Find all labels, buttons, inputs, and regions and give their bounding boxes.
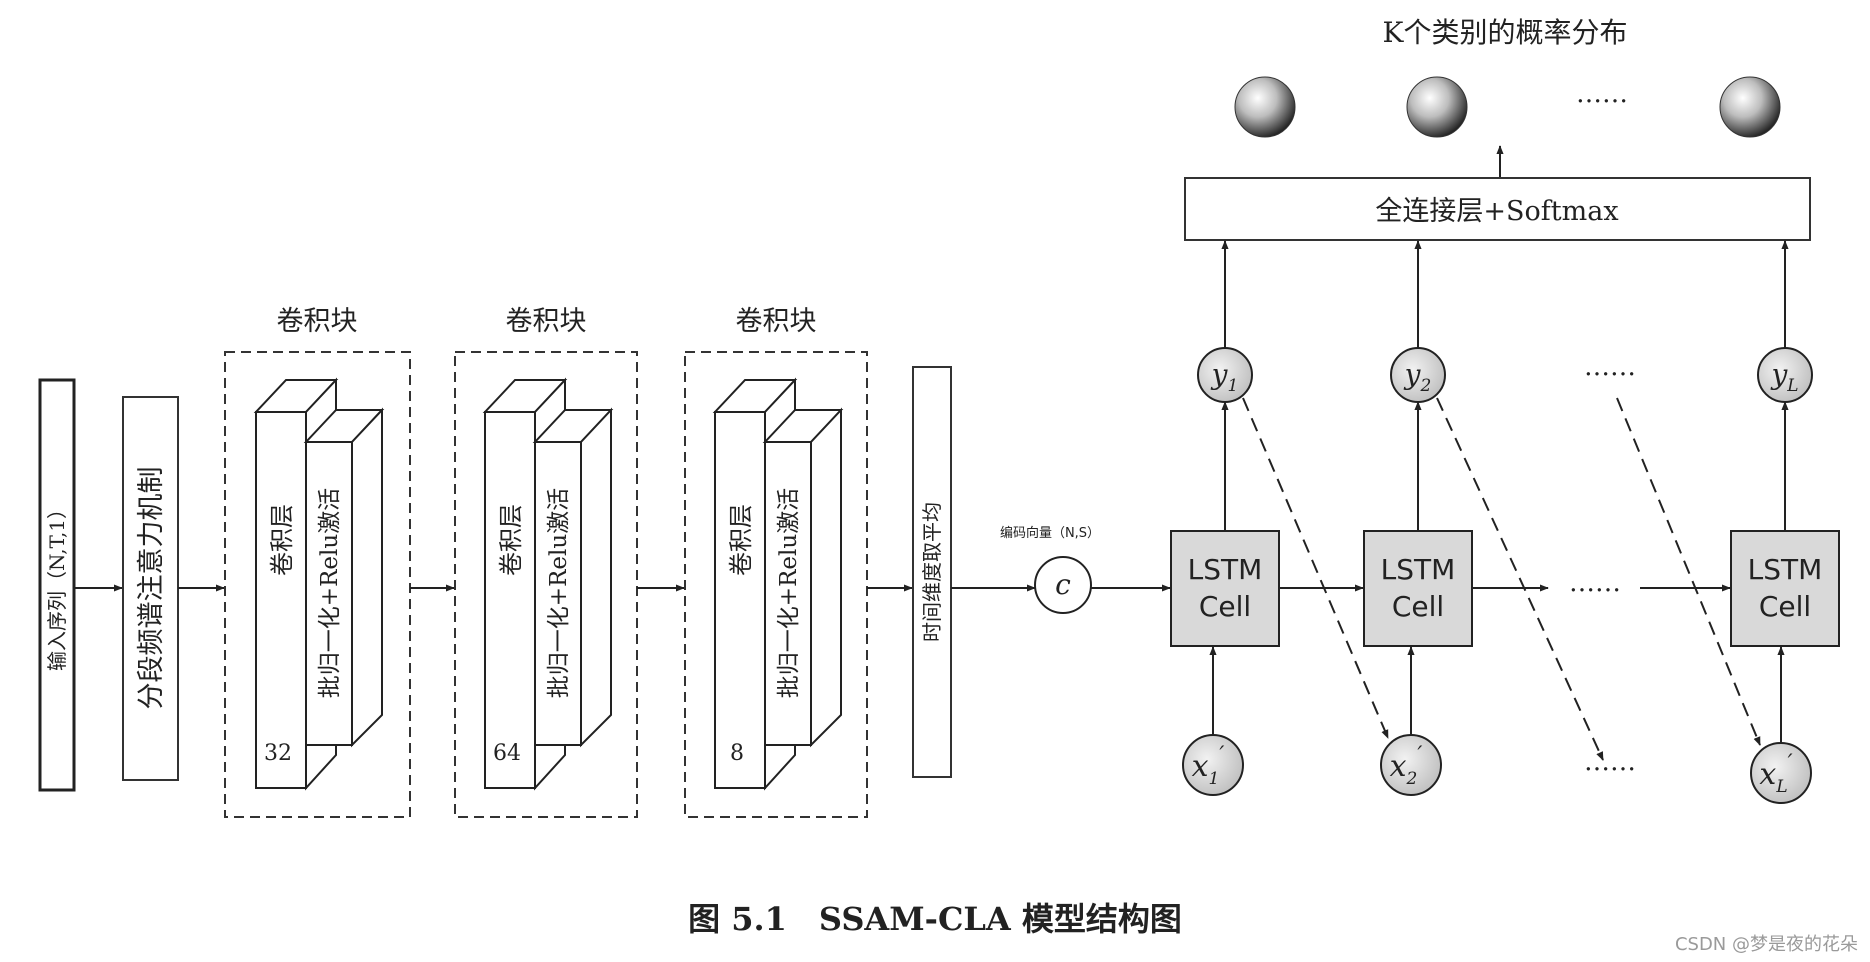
output-title: K个类别的概率分布 xyxy=(1383,16,1628,49)
conv-block-1-title: 卷积块 xyxy=(277,306,358,337)
output-y1-label: y1 xyxy=(1210,358,1239,396)
lstm-cell-2-line1: LSTM xyxy=(1381,553,1456,586)
conv-block-1-filters: 32 xyxy=(264,741,292,766)
input-x2-label: x2′ xyxy=(1390,743,1423,789)
context-vector-symbol: c xyxy=(1055,568,1071,601)
lstm-step-l: LSTM Cell yL xL′ xyxy=(1730,240,1840,804)
lstm-chain-ellipsis: …… xyxy=(1569,568,1621,598)
conv-block-3-conv-layer xyxy=(714,411,766,789)
lstm-step-1: LSTM Cell y1 x1′ xyxy=(1170,240,1280,796)
output-sphere-2 xyxy=(1406,76,1468,138)
conv-block-1-norm-side xyxy=(351,407,383,748)
lstm-cell-1 xyxy=(1170,530,1280,647)
conv-block-1-conv-label: 卷积层 xyxy=(268,504,296,576)
watermark: CSDN @梦是夜的花朵 xyxy=(1675,934,1858,955)
lstm-cell-l-line2: Cell xyxy=(1759,590,1811,623)
conv-block-2-norm-label: 批归一化+Relu激活 xyxy=(546,488,572,698)
conv-block-3-norm-side xyxy=(810,407,842,748)
feedback-y2-to-next-arrow xyxy=(1436,397,1604,761)
lstm-cell-2 xyxy=(1363,530,1473,647)
output-sphere-1 xyxy=(1234,76,1296,138)
conv-block-1-conv-layer xyxy=(255,411,307,789)
context-vector-node xyxy=(1034,556,1092,614)
conv-block-2-filters: 64 xyxy=(493,741,521,766)
fc-softmax-label: 全连接层+Softmax xyxy=(1375,196,1618,227)
feedback-prev-to-xl-arrow xyxy=(1616,397,1761,746)
conv-block-1: 卷积块 卷积层 32 批归一化+Relu激活 xyxy=(224,306,411,818)
output-ellipsis: …… xyxy=(1576,79,1628,109)
conv-block-2-norm-layer xyxy=(534,441,582,746)
conv-block-2-frame xyxy=(454,351,638,818)
conv-block-3-conv-label: 卷积层 xyxy=(727,504,755,576)
lstm-cell-2-line2: Cell xyxy=(1392,590,1444,623)
input-ellipsis-row: …… xyxy=(1584,747,1636,777)
lstm-cell-l xyxy=(1730,530,1840,647)
output-spheres: …… xyxy=(1234,76,1781,138)
lstm-cell-l-line1: LSTM xyxy=(1748,553,1823,586)
attention-box xyxy=(122,396,179,781)
conv-block-3-norm-label: 批归一化+Relu激活 xyxy=(776,488,802,698)
input-xl-label: xL′ xyxy=(1759,751,1792,797)
conv-block-3-norm-layer xyxy=(764,441,812,746)
conv-block-3-title: 卷积块 xyxy=(736,306,817,337)
conv-block-2-title: 卷积块 xyxy=(506,306,587,337)
conv-block-2-norm-side xyxy=(580,407,612,748)
lstm-step-2: LSTM Cell y2 x2′ xyxy=(1363,240,1473,796)
lstm-cell-1-line2: Cell xyxy=(1199,590,1251,623)
output-y2-label: y2 xyxy=(1403,358,1432,396)
feedback-y1-to-x2-arrow xyxy=(1242,397,1389,739)
time-pooling-label: 时间维度取平均 xyxy=(920,502,944,642)
conv-block-2-conv-layer xyxy=(484,411,536,789)
conv-block-1-norm-layer xyxy=(305,441,353,746)
conv-block-3-frame xyxy=(684,351,868,818)
time-pooling-box xyxy=(912,366,952,778)
figure-caption: 图 5.1 SSAM-CLA 模型结构图 xyxy=(688,900,1182,938)
conv-block-3-filters: 8 xyxy=(730,741,744,766)
context-vector-label: 编码向量（N,S） xyxy=(1000,525,1100,541)
conv-block-3: 卷积块 卷积层 8 批归一化+Relu激活 xyxy=(684,306,868,818)
fc-softmax-box xyxy=(1184,177,1811,241)
lstm-cell-1-line1: LSTM xyxy=(1188,553,1263,586)
output-sphere-k xyxy=(1719,76,1781,138)
input-sequence-label: 输入序列（N,T,1） xyxy=(45,499,69,671)
conv-block-1-norm-label: 批归一化+Relu激活 xyxy=(317,488,343,698)
conv-block-2: 卷积块 卷积层 64 批归一化+Relu激活 xyxy=(454,306,638,818)
conv-block-1-frame xyxy=(224,351,411,818)
output-ellipsis-row: …… xyxy=(1584,352,1636,382)
input-x1-label: x1′ xyxy=(1192,743,1225,789)
input-sequence-box xyxy=(38,378,76,792)
conv-block-2-conv-label: 卷积层 xyxy=(497,504,525,576)
output-yl-label: yL xyxy=(1769,358,1798,396)
attention-label: 分段频谱注意力机制 xyxy=(136,467,167,710)
